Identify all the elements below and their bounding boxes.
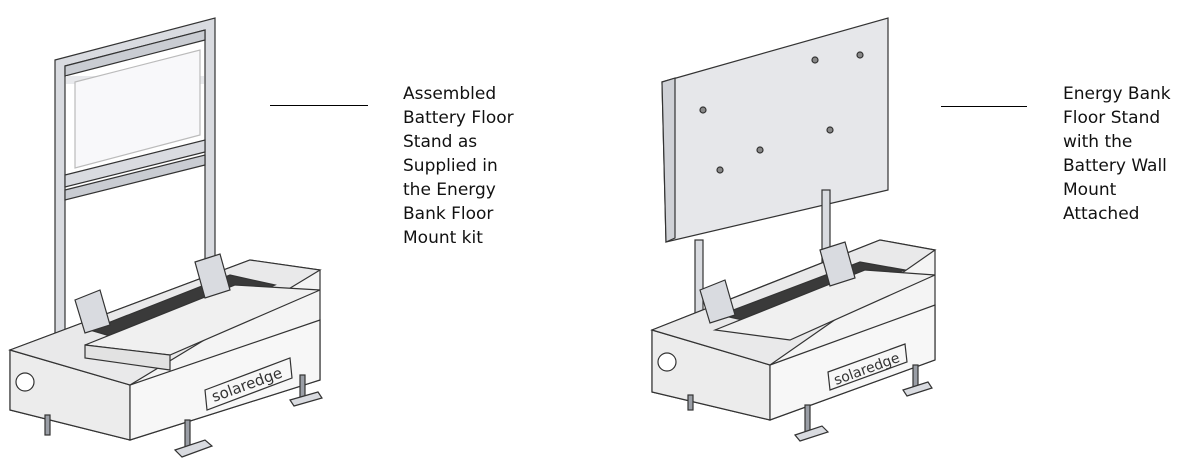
caption-right-line: with the	[1063, 132, 1133, 152]
caption-left-line: the Energy	[403, 180, 496, 200]
assembled-floor-stand	[8, 17, 323, 458]
caption-right-line: Energy Bank	[1063, 84, 1171, 104]
caption-right-line: Floor Stand	[1063, 108, 1161, 128]
caption-right: Energy Bank Floor Stand with the Battery…	[1063, 82, 1171, 226]
floor-stand-with-wall-mount	[650, 17, 937, 442]
caption-left-line: Mount kit	[403, 228, 483, 248]
caption-left-line: Bank Floor	[403, 204, 494, 224]
caption-left-line: Stand as	[403, 132, 478, 152]
caption-left-line: Supplied in	[403, 156, 498, 176]
caption-left-line: Assembled	[403, 84, 497, 104]
caption-right-line: Mount	[1063, 180, 1117, 200]
leader-line-left	[270, 105, 368, 106]
leader-line-right	[941, 106, 1027, 107]
caption-left: Assembled Battery Floor Stand as Supplie…	[403, 82, 514, 250]
caption-right-line: Battery Wall	[1063, 156, 1167, 176]
caption-right-line: Attached	[1063, 204, 1140, 224]
caption-left-line: Battery Floor	[403, 108, 514, 128]
